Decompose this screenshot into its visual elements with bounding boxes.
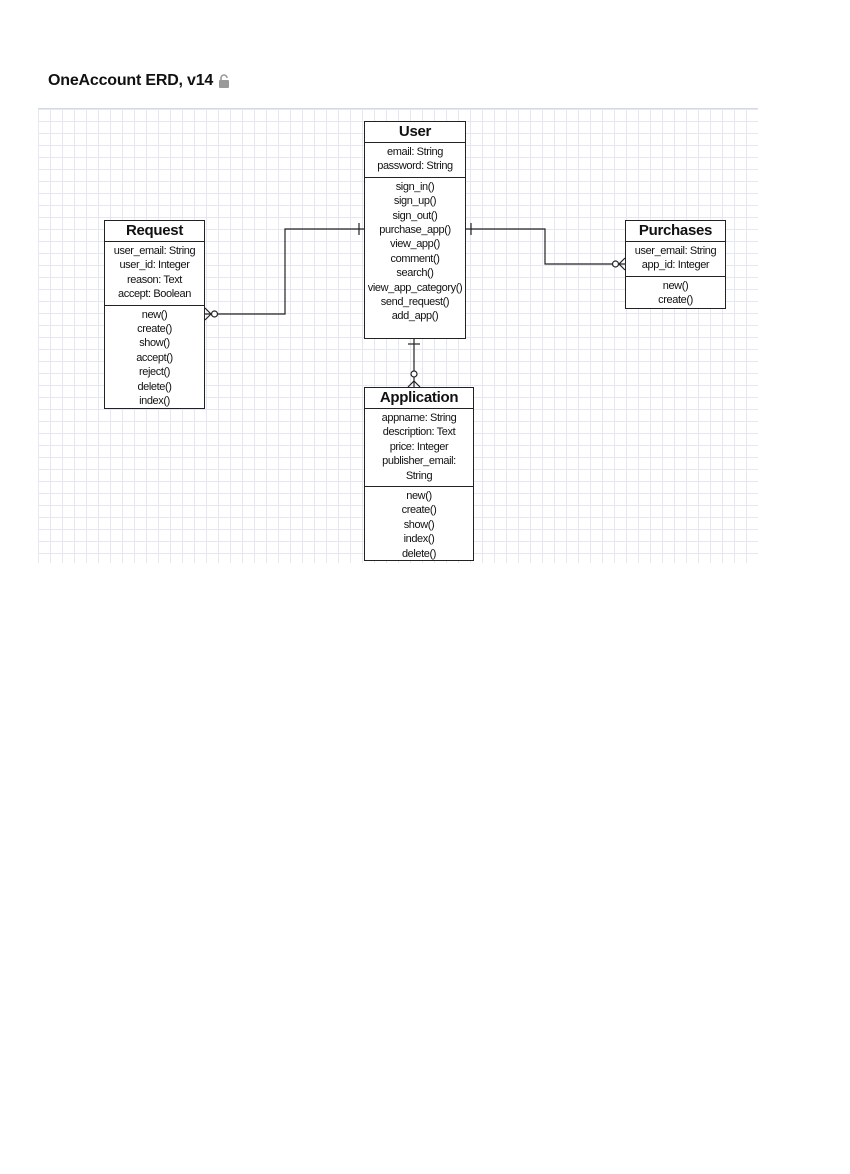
method: new() [662,279,689,292]
attribute: app_id: Integer [641,259,710,272]
attribute: user_email: String [113,245,196,257]
method: add_app() [391,310,439,323]
entity-name: Purchases [626,221,725,242]
method: create() [401,504,437,517]
method: search() [396,267,434,280]
entity-name: Application [365,388,473,409]
method: view_app_category() [367,281,463,294]
attribute: publisher_email: [382,455,456,468]
method: index() [139,395,170,408]
method: delete() [137,380,172,393]
entity-attributes: user_email: String user_id: Integer reas… [105,242,204,306]
method: delete() [401,547,437,560]
entity-name: Request [105,221,204,242]
entity-attributes: appname: String description: Text price:… [365,409,473,488]
method: show() [403,518,435,531]
method: accept() [136,351,173,364]
method: show() [139,337,170,350]
method: purchase_app() [379,224,451,237]
method: sign_up() [393,195,437,208]
method: create() [658,294,693,307]
attribute: price: Integer [389,440,449,453]
attribute: user_id: Integer [119,259,190,272]
attribute: email: String [387,146,443,158]
attribute: reason: Text [127,273,182,286]
entity-methods: new() create() show() accept() reject() … [105,306,204,411]
method: view_app() [390,238,440,251]
method: send_request() [380,296,450,309]
unlocked-padlock-icon[interactable] [218,74,230,88]
method: reject() [138,366,171,379]
entity-attributes: user_email: String app_id: Integer [626,242,725,277]
method: create() [137,323,172,336]
attribute: appname: String [381,412,457,424]
attribute: password: String [377,160,453,173]
entity-name: User [365,122,465,143]
entity-application[interactable]: Application appname: String description:… [364,387,474,561]
attribute: user_email: String [634,245,717,257]
method: sign_out() [392,209,438,222]
method: sign_in() [395,180,435,193]
method: index() [403,533,435,546]
attribute: accept: Boolean [118,288,191,301]
entity-request[interactable]: Request user_email: String user_id: Inte… [104,220,205,409]
entity-methods: new() create() [626,277,725,310]
entity-user[interactable]: User email: String password: String sign… [364,121,466,339]
attribute: String [405,469,433,482]
entity-purchases[interactable]: Purchases user_email: String app_id: Int… [625,220,726,309]
entity-attributes: email: String password: String [365,143,465,178]
method: new() [406,490,432,503]
entity-methods: new() create() show() index() delete() [365,487,473,563]
method: comment() [390,252,440,265]
diagram-title: OneAccount ERD, v14 [48,72,230,90]
diagram-title-text: OneAccount ERD, v14 [48,72,214,89]
method: new() [141,308,168,321]
attribute: description: Text [382,426,456,439]
entity-methods: sign_in() sign_up() sign_out() purchase_… [365,178,465,326]
